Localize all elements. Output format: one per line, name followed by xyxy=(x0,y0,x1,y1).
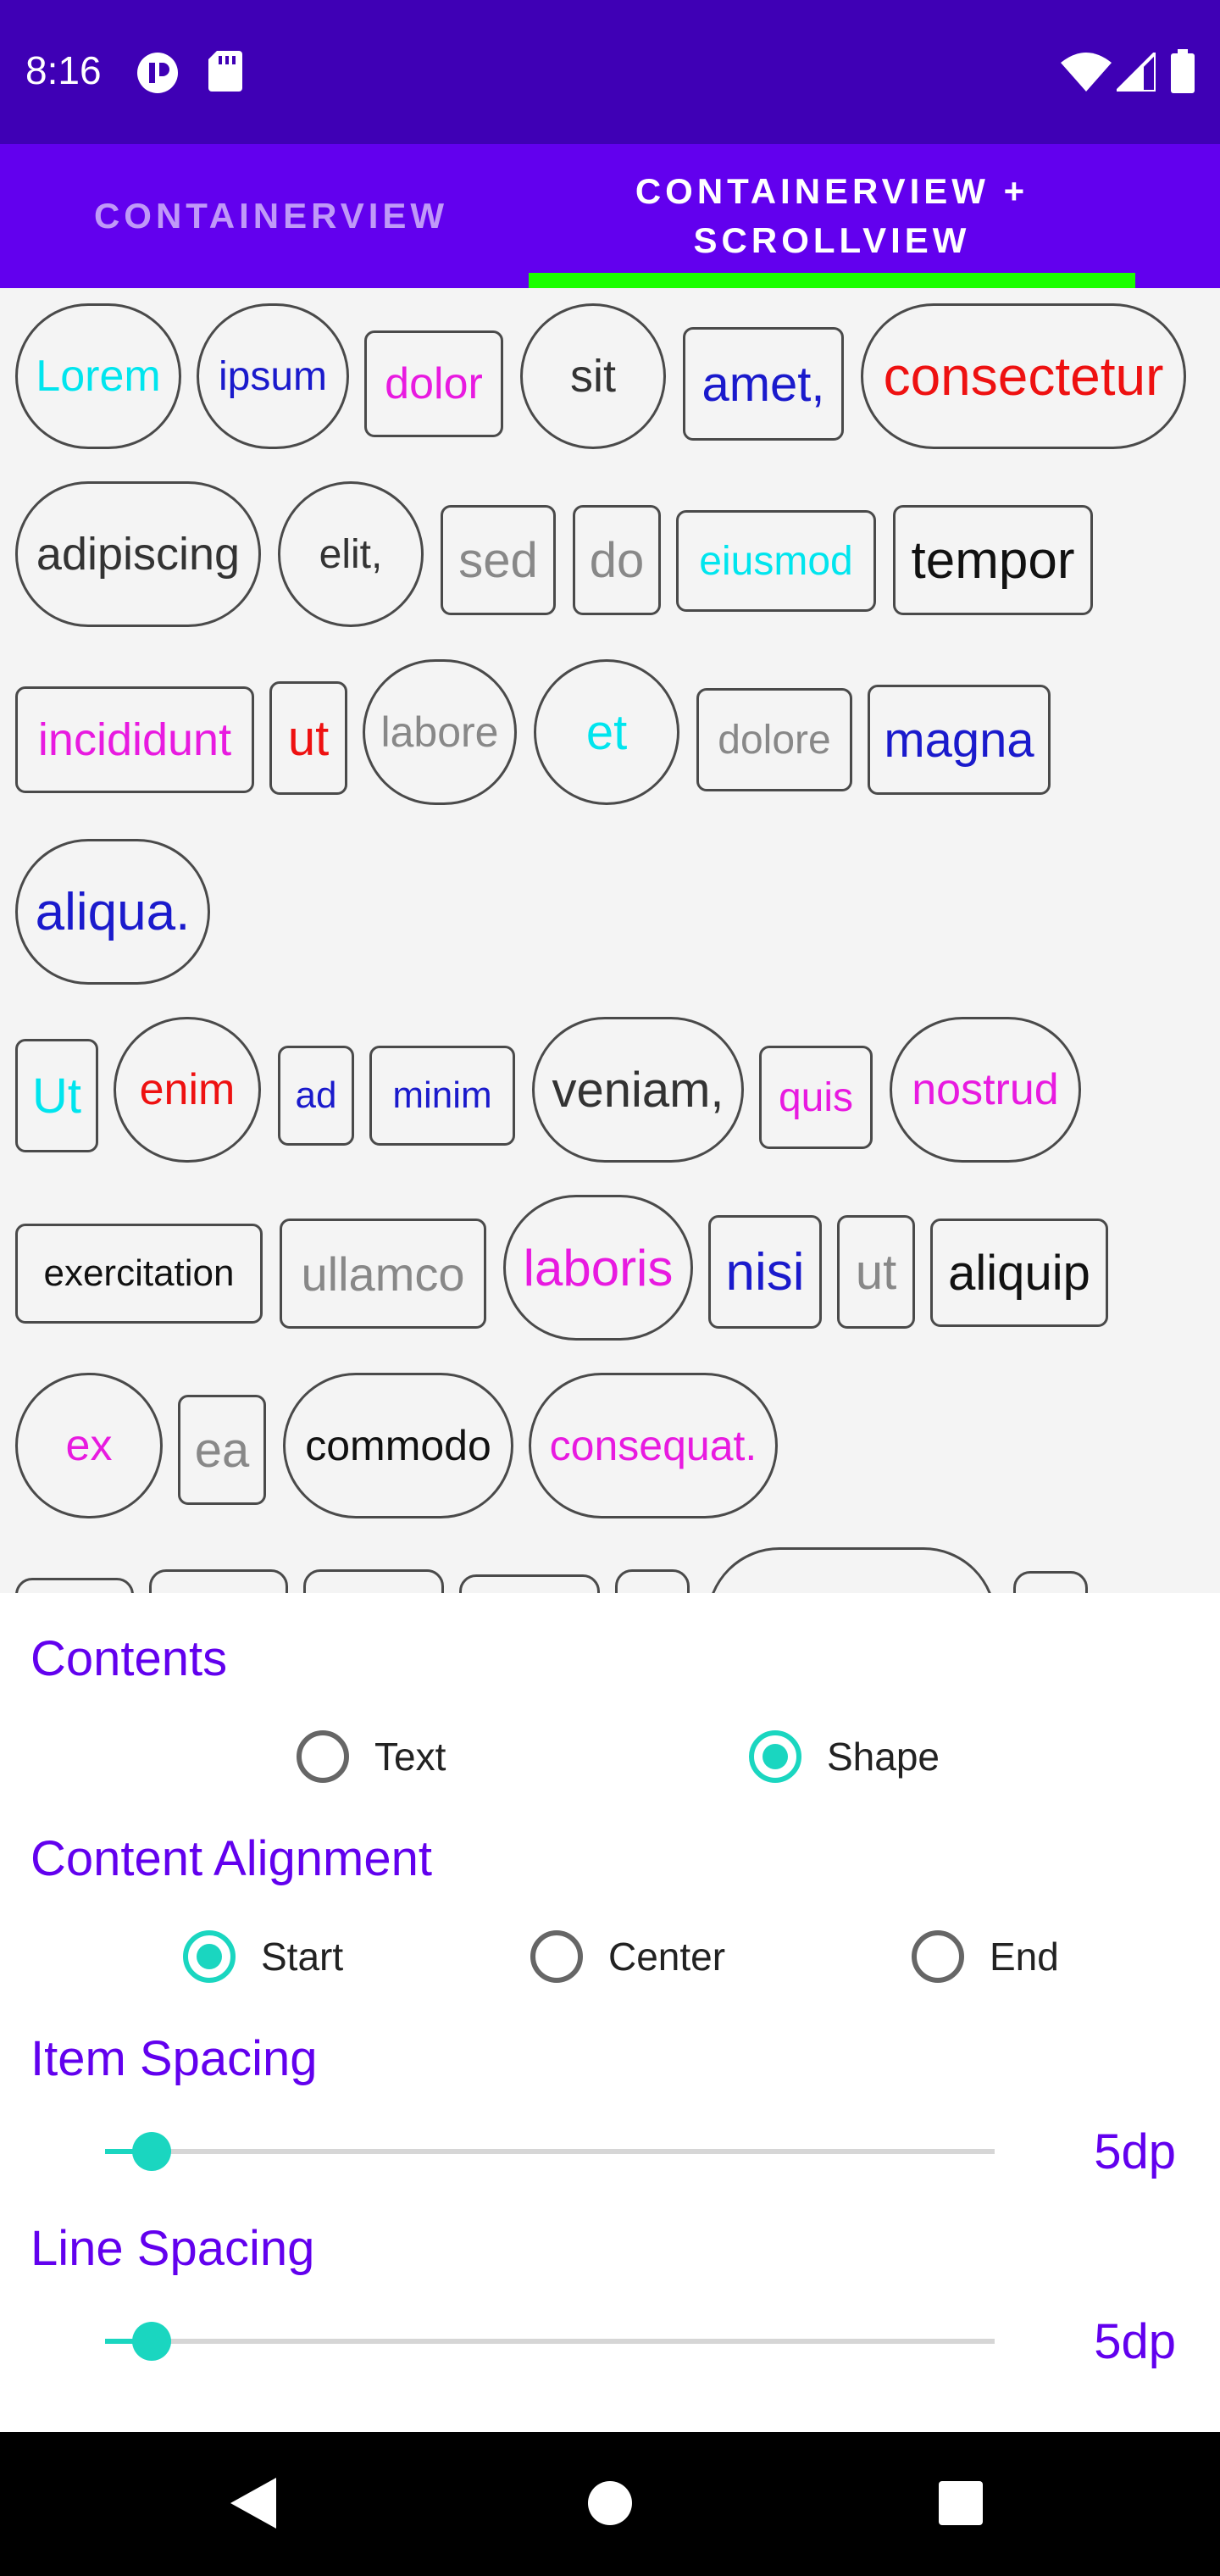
chip: incididunt xyxy=(15,686,254,793)
chip: magna xyxy=(868,685,1051,795)
pip-icon xyxy=(137,53,178,93)
chip: eiusmod xyxy=(676,510,876,612)
slider-fill xyxy=(105,2149,151,2154)
radio-unchecked-icon xyxy=(297,1730,349,1783)
radio-label: End xyxy=(990,1935,1059,1979)
chip: dolor xyxy=(364,330,503,437)
slider-thumb[interactable] xyxy=(132,2322,171,2361)
chip: consequat. xyxy=(529,1373,778,1518)
chip: ut xyxy=(837,1215,915,1329)
radio-unchecked-icon xyxy=(530,1930,583,1983)
chip: enim xyxy=(114,1017,261,1163)
control-panel: Contents Text Shape Content Alignment St… xyxy=(0,1593,1220,2432)
tab-bar: CONTAINERVIEW CONTAINERVIEW + SCROLLVIEW xyxy=(0,144,1220,288)
radio-text[interactable]: Text xyxy=(297,1730,446,1783)
line-spacing-slider[interactable] xyxy=(105,2320,995,2362)
radio-checked-icon xyxy=(183,1930,236,1983)
chip: labore xyxy=(363,659,517,805)
chip: ipsum xyxy=(197,303,349,449)
radio-checked-icon xyxy=(749,1730,801,1783)
chip: aliquip xyxy=(930,1219,1108,1327)
chip-partial xyxy=(459,1574,600,1593)
radio-start[interactable]: Start xyxy=(183,1930,343,1983)
item-spacing-slider[interactable] xyxy=(105,2130,995,2173)
chip: ad xyxy=(278,1046,354,1146)
battery-icon xyxy=(1171,49,1195,93)
tab-containerview-scrollview[interactable]: CONTAINERVIEW + SCROLLVIEW xyxy=(529,144,1135,288)
recents-icon[interactable] xyxy=(939,2481,983,2525)
chip: adipiscing xyxy=(15,481,261,627)
wifi-icon xyxy=(1061,53,1112,92)
chip-partial xyxy=(303,1569,444,1593)
chip: amet, xyxy=(683,327,844,441)
chip: et xyxy=(534,659,679,805)
chip: nisi xyxy=(708,1215,822,1329)
slider-track xyxy=(105,2339,995,2344)
item-spacing-value: 5dp xyxy=(1094,2124,1176,2179)
chip: ex xyxy=(15,1373,163,1518)
chip: aliqua. xyxy=(15,839,210,985)
slider-thumb[interactable] xyxy=(132,2132,171,2171)
chip: ullamco xyxy=(280,1219,486,1329)
radio-label: Shape xyxy=(827,1735,940,1779)
chip: do xyxy=(573,505,661,615)
contents-heading: Contents xyxy=(30,1631,228,1686)
chip-partial xyxy=(707,1547,996,1593)
chip: dolore xyxy=(696,688,852,791)
sd-card-icon xyxy=(208,51,242,92)
item-spacing-heading: Item Spacing xyxy=(30,2031,318,2086)
chip-partial xyxy=(615,1569,690,1593)
status-time: 8:16 xyxy=(25,48,102,92)
cell-signal-icon xyxy=(1117,53,1156,92)
radio-label: Start xyxy=(261,1935,344,1979)
back-icon[interactable] xyxy=(230,2478,276,2529)
chip: consectetur xyxy=(861,303,1186,449)
chip: sit xyxy=(520,303,666,449)
line-spacing-value: 5dp xyxy=(1094,2314,1176,2369)
chip-partial xyxy=(149,1569,288,1593)
status-bar: 8:16 xyxy=(0,0,1220,144)
tab-containerview[interactable]: CONTAINERVIEW xyxy=(93,196,449,236)
tab-label: CONTAINERVIEW + SCROLLVIEW xyxy=(635,171,1029,260)
content-alignment-heading: Content Alignment xyxy=(30,1831,432,1886)
chip: laboris xyxy=(503,1195,693,1341)
tab-indicator xyxy=(529,273,1135,288)
chip: Ut xyxy=(15,1039,98,1152)
chip: quis xyxy=(759,1046,873,1149)
radio-center[interactable]: Center xyxy=(530,1930,725,1983)
radio-label: Text xyxy=(374,1735,446,1779)
radio-unchecked-icon xyxy=(912,1930,964,1983)
line-spacing-heading: Line Spacing xyxy=(30,2221,315,2276)
radio-shape[interactable]: Shape xyxy=(749,1730,940,1783)
chip: nostrud xyxy=(890,1017,1081,1163)
radio-end[interactable]: End xyxy=(912,1930,1059,1983)
chip: sed xyxy=(441,505,556,615)
flow-container[interactable]: Lorem ipsum dolor sit amet, consectetur … xyxy=(0,288,1220,1593)
chip: ut xyxy=(269,681,347,795)
chip: minim xyxy=(369,1046,515,1146)
chip-partial xyxy=(15,1578,134,1593)
chip: ea xyxy=(178,1395,266,1505)
home-icon[interactable] xyxy=(588,2481,632,2525)
chip-partial xyxy=(1013,1571,1088,1593)
chip: commodo xyxy=(283,1373,513,1518)
chip: Lorem xyxy=(15,303,181,449)
navigation-bar xyxy=(0,2432,1220,2576)
radio-label: Center xyxy=(608,1935,726,1979)
slider-fill xyxy=(105,2339,151,2344)
chip: tempor xyxy=(893,505,1093,615)
chip: veniam, xyxy=(532,1017,744,1163)
slider-track xyxy=(105,2149,995,2154)
chip: elit, xyxy=(278,481,424,627)
chip: exercitation xyxy=(15,1224,263,1324)
